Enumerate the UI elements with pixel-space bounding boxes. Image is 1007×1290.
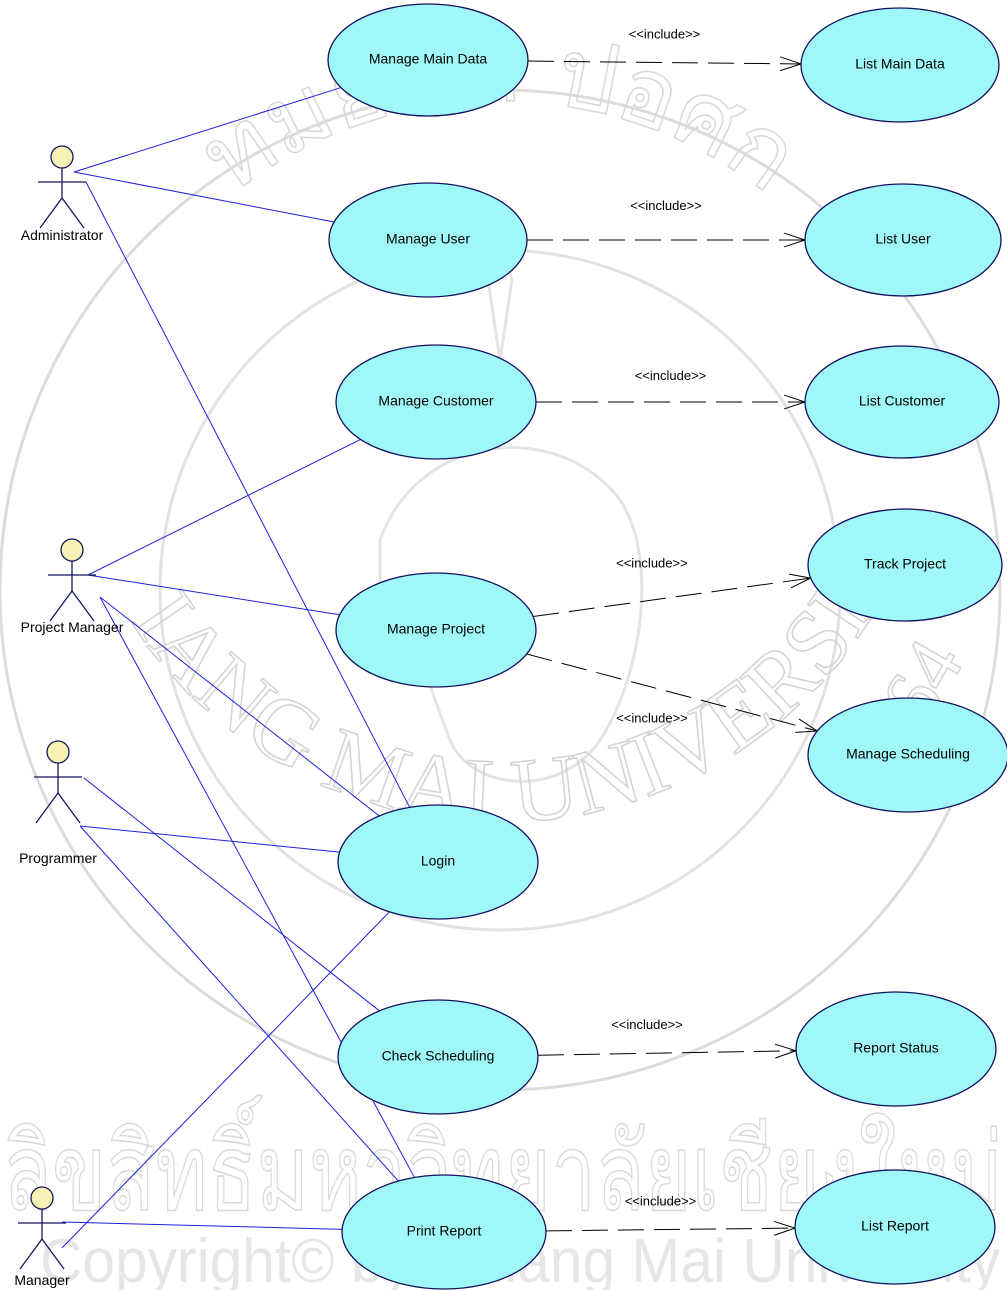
actor-left-leg	[35, 792, 59, 824]
actor-label: Administrator	[21, 227, 104, 243]
use-case-manage-scheduling[interactable]: Manage Scheduling	[807, 697, 1007, 813]
use-case-label: Check Scheduling	[382, 1048, 495, 1064]
use-case-list-customer[interactable]: List Customer	[804, 345, 1000, 459]
include-check-scheduling-report-status: <<include>>	[537, 1017, 798, 1059]
use-case-ellipse[interactable]	[335, 572, 537, 688]
association-administrator-manage-main-data	[73, 87, 342, 173]
use-case-ellipse[interactable]	[807, 697, 1007, 813]
use-case-ellipse[interactable]	[337, 999, 539, 1115]
include-stereotype-label: <<include>>	[630, 198, 702, 213]
include-stereotype-label: <<include>>	[625, 1193, 697, 1208]
use-case-manage-user[interactable]: Manage User	[328, 182, 528, 298]
actor-head-icon	[46, 740, 70, 764]
include-stereotype-label: <<include>>	[635, 368, 707, 383]
actor-right-leg	[57, 792, 81, 824]
include-line	[537, 1050, 797, 1056]
use-case-label: List Customer	[859, 393, 946, 409]
actor-manager[interactable]: Manager	[14, 1186, 70, 1288]
include-stereotype-label: <<include>>	[611, 1017, 683, 1032]
use-case-ellipse[interactable]	[794, 1169, 996, 1285]
actor-left-leg	[19, 1238, 43, 1270]
include-line	[526, 653, 818, 732]
actor-right-leg	[71, 590, 95, 622]
use-case-manage-project[interactable]: Manage Project	[335, 572, 537, 688]
use-case-label: Track Project	[864, 556, 946, 572]
use-case-label: Login	[421, 853, 455, 869]
use-case-label: List Main Data	[855, 56, 945, 72]
use-case-manage-main-data[interactable]: Manage Main Data	[327, 3, 529, 117]
use-case-list-main-data[interactable]: List Main Data	[800, 7, 1000, 123]
use-case-ellipse[interactable]	[795, 991, 997, 1107]
actor-label: Project Manager	[21, 619, 124, 635]
use-case-list-user[interactable]: List User	[804, 183, 1002, 297]
association-manager-login	[61, 911, 390, 1249]
use-case-login[interactable]: Login	[337, 804, 539, 920]
actor-administrator[interactable]: Administrator	[21, 145, 104, 243]
include-manage-user-list-user: <<include>>	[527, 198, 807, 248]
actor-project-manager[interactable]: Project Manager	[21, 538, 124, 635]
include-stereotype-label: <<include>>	[616, 555, 688, 570]
actor-left-leg	[39, 197, 63, 229]
actor-programmer[interactable]: Programmer	[19, 740, 97, 866]
association-administrator-manage-user	[73, 171, 335, 223]
include-line	[527, 60, 802, 65]
use-case-label: Report Status	[853, 1040, 939, 1056]
use-case-report-status[interactable]: Report Status	[795, 991, 997, 1107]
use-case-ellipse[interactable]	[335, 344, 537, 460]
include-stereotype-label: <<include>>	[616, 711, 688, 726]
use-case-print-report[interactable]: Print Report	[341, 1174, 547, 1290]
actor-label: Manager	[14, 1272, 70, 1288]
use-case-label: Manage User	[386, 231, 470, 247]
use-case-ellipse[interactable]	[807, 508, 1003, 622]
use-case-track-project[interactable]: Track Project	[807, 508, 1003, 622]
actor-right-leg	[41, 1238, 65, 1270]
use-case-label: Print Report	[407, 1223, 482, 1239]
association-project-manager-login	[99, 596, 380, 817]
use-case-label: List Report	[861, 1218, 929, 1234]
use-case-check-scheduling[interactable]: Check Scheduling	[337, 999, 539, 1115]
use-case-ellipse[interactable]	[328, 182, 528, 298]
use-case-list-report[interactable]: List Report	[794, 1169, 996, 1285]
association-programmer-login	[79, 825, 340, 853]
actor-label: Programmer	[19, 850, 97, 866]
association-programmer-check-scheduling	[83, 777, 380, 1012]
use-case-ellipse[interactable]	[800, 7, 1000, 123]
include-line	[545, 1227, 796, 1232]
association-manager-print-report	[61, 1221, 343, 1230]
use-case-ellipse[interactable]	[341, 1174, 547, 1290]
use-case-label: List User	[875, 231, 931, 247]
association-administrator-login	[85, 181, 411, 808]
actor-head-icon	[60, 538, 84, 562]
use-case-label: Manage Scheduling	[846, 746, 970, 762]
actor-right-leg	[61, 197, 85, 229]
association-project-manager-manage-customer	[87, 439, 361, 576]
use-case-manage-customer[interactable]: Manage Customer	[335, 344, 537, 460]
use-case-ellipse[interactable]	[337, 804, 539, 920]
actor-left-leg	[49, 590, 73, 622]
association-programmer-print-report	[79, 825, 399, 1182]
include-relations: <<include>> <<include>> <<include>> <<inclu…	[526, 27, 819, 1236]
include-line	[533, 577, 811, 618]
actor-head-icon	[50, 145, 74, 169]
association-project-manager-manage-project	[87, 574, 340, 616]
use-case-ellipse[interactable]	[327, 3, 529, 117]
use-case-label: Manage Main Data	[369, 51, 488, 67]
seal-elephant-shape	[378, 446, 644, 783]
actor-head-icon	[30, 1186, 54, 1210]
include-manage-project-track-project: <<include>>	[533, 555, 813, 618]
use-case-label: Manage Customer	[378, 393, 494, 409]
use-case-ellipse[interactable]	[804, 183, 1002, 297]
include-manage-customer-list-customer: <<include>>	[536, 368, 807, 410]
use-case-ellipse[interactable]	[804, 345, 1000, 459]
use-case-label: Manage Project	[387, 621, 485, 637]
include-stereotype-label: <<include>>	[629, 27, 701, 42]
